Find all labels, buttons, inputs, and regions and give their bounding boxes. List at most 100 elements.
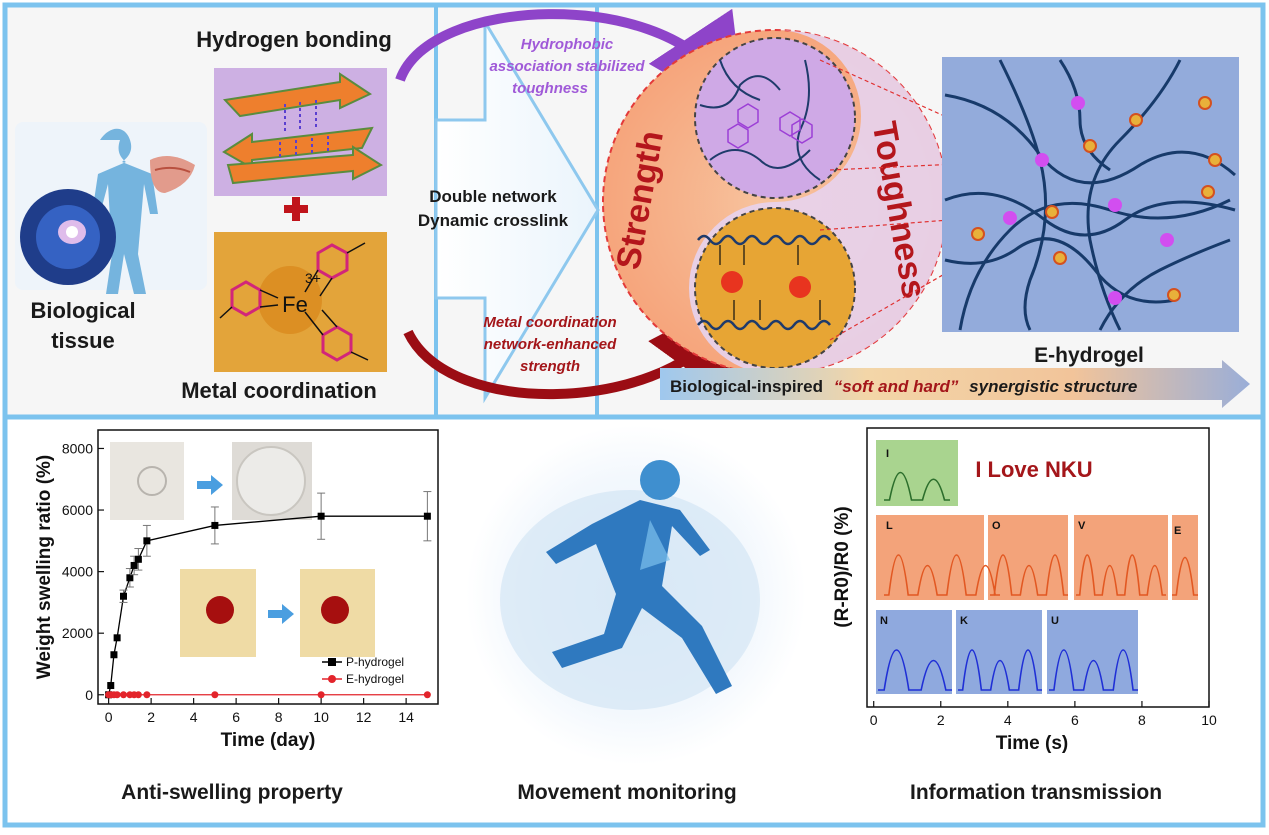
i-love-nku-label: I Love NKU	[975, 457, 1092, 482]
trace-K	[958, 649, 1042, 691]
metal-network-label-1: Metal coordination	[483, 314, 616, 331]
panel-i	[876, 440, 958, 506]
panel-k	[956, 610, 1042, 694]
fe-symbol: Fe	[282, 292, 308, 317]
data-point	[143, 537, 151, 545]
double-network-label: Double network	[429, 187, 557, 206]
data-point	[134, 691, 142, 699]
data-point	[126, 574, 134, 582]
morse-letter-O: O	[992, 520, 1001, 532]
e-hydrogel-label: E-hydrogel	[1034, 344, 1144, 367]
y-tick-label: 0	[85, 687, 93, 703]
x-tick-label: 0	[105, 709, 113, 725]
x-tick-label: 10	[1201, 712, 1217, 728]
purple-curved-arrow	[395, 8, 746, 120]
biological-tissue-label-2: tissue	[51, 328, 115, 353]
trace-O	[990, 554, 1068, 596]
trace-V	[1076, 554, 1166, 596]
biological-tissue-label-1: Biological	[30, 298, 135, 323]
panel-n	[876, 610, 952, 694]
metal-coordination-label: Metal coordination	[181, 378, 377, 403]
metal-network-label-2: network-enhanced	[484, 336, 617, 353]
panel-l	[876, 515, 984, 600]
x-tick-label: 10	[313, 709, 329, 725]
hydrogen-bonding-diagram	[214, 68, 387, 196]
morse-letter-U: U	[1051, 615, 1059, 627]
data-point	[120, 592, 127, 600]
panel-u	[1047, 610, 1138, 694]
x-tick-label: 6	[1071, 712, 1079, 728]
x-tick-label: 2	[147, 709, 155, 725]
data-point	[113, 634, 121, 642]
double-network-arrow	[434, 16, 600, 404]
anti-swelling-caption: Anti-swelling property	[121, 781, 343, 804]
swelling-legend: P-hydrogel E-hydrogel	[322, 655, 404, 686]
morse-letter-L: L	[886, 520, 893, 532]
red-curved-arrow	[403, 289, 748, 400]
metal-coordination-diagram: Fe 3+	[214, 232, 387, 372]
data-point	[110, 651, 118, 659]
x-tick-label: 8	[1138, 712, 1146, 728]
y-tick-label: 6000	[62, 502, 93, 518]
data-point	[107, 682, 115, 690]
fe-charge: 3+	[305, 270, 321, 286]
series-line-P-hydrogel	[107, 515, 428, 695]
banner-arrow	[660, 360, 1250, 408]
morse-letter-V: V	[1078, 520, 1086, 532]
banner-quote: “soft and hard”	[834, 377, 959, 396]
morse-letter-N: N	[880, 615, 888, 627]
banner-suffix: synergistic structure	[969, 377, 1137, 396]
information-caption: Information transmission	[910, 781, 1162, 804]
data-point	[134, 555, 142, 563]
trace-E	[1172, 557, 1198, 596]
hydrophobic-label-2: association stabilized	[489, 58, 645, 75]
data-point	[143, 691, 151, 699]
trace-I	[884, 471, 950, 501]
morse-letter-E: E	[1174, 525, 1181, 537]
x-tick-label: 0	[870, 712, 878, 728]
y-tick-label: 4000	[62, 564, 93, 580]
swelling-inset-images	[110, 442, 375, 657]
swelling-xlabel: Time (day)	[221, 730, 316, 751]
data-point	[423, 691, 431, 699]
morse-letter-K: K	[960, 615, 968, 627]
x-tick-label: 2	[937, 712, 945, 728]
data-point	[423, 512, 431, 520]
runner-illustration	[466, 425, 806, 765]
resistance-xlabel: Time (s)	[996, 733, 1069, 754]
hydrophobic-label-1: Hydrophobic	[521, 36, 614, 53]
x-tick-label: 4	[190, 709, 198, 725]
legend-p-hydrogel: P-hydrogel	[346, 655, 404, 669]
hydrogen-bonding-label: Hydrogen bonding	[196, 27, 392, 52]
x-tick-label: 14	[398, 709, 414, 725]
swelling-ylabel: Weight swelling ratio (%)	[34, 455, 55, 680]
hydrophobic-label-3: toughness	[512, 80, 588, 97]
banner-prefix: Biological-inspired	[670, 377, 823, 396]
trace-U	[1049, 649, 1138, 691]
x-tick-label: 4	[1004, 712, 1012, 728]
dynamic-crosslink-label: Dynamic crosslink	[418, 211, 569, 230]
swelling-chart: 0 2 4 6 8 10 12 14 0 2000 4000 6000 8000 P-hydrogel …	[34, 429, 439, 751]
y-tick-label: 2000	[62, 625, 93, 641]
legend-e-hydrogel: E-hydrogel	[346, 672, 404, 686]
morse-letter-I: I	[886, 448, 889, 460]
metal-network-label-3: strength	[520, 358, 580, 375]
movement-caption: Movement monitoring	[517, 781, 736, 804]
data-point	[113, 691, 121, 699]
plus-icon	[284, 197, 308, 221]
data-point	[211, 521, 219, 529]
trace-L	[884, 554, 1000, 596]
data-point	[130, 561, 138, 569]
strength-toughness-circle: Strength Toughness	[602, 29, 948, 375]
panel-v	[1074, 515, 1168, 600]
y-tick-label: 8000	[62, 440, 93, 456]
data-point	[317, 512, 325, 520]
biological-tissue-illustration	[15, 122, 207, 294]
x-tick-label: 12	[356, 709, 372, 725]
x-tick-label: 8	[275, 709, 283, 725]
data-point	[211, 691, 219, 699]
x-tick-label: 6	[232, 709, 240, 725]
